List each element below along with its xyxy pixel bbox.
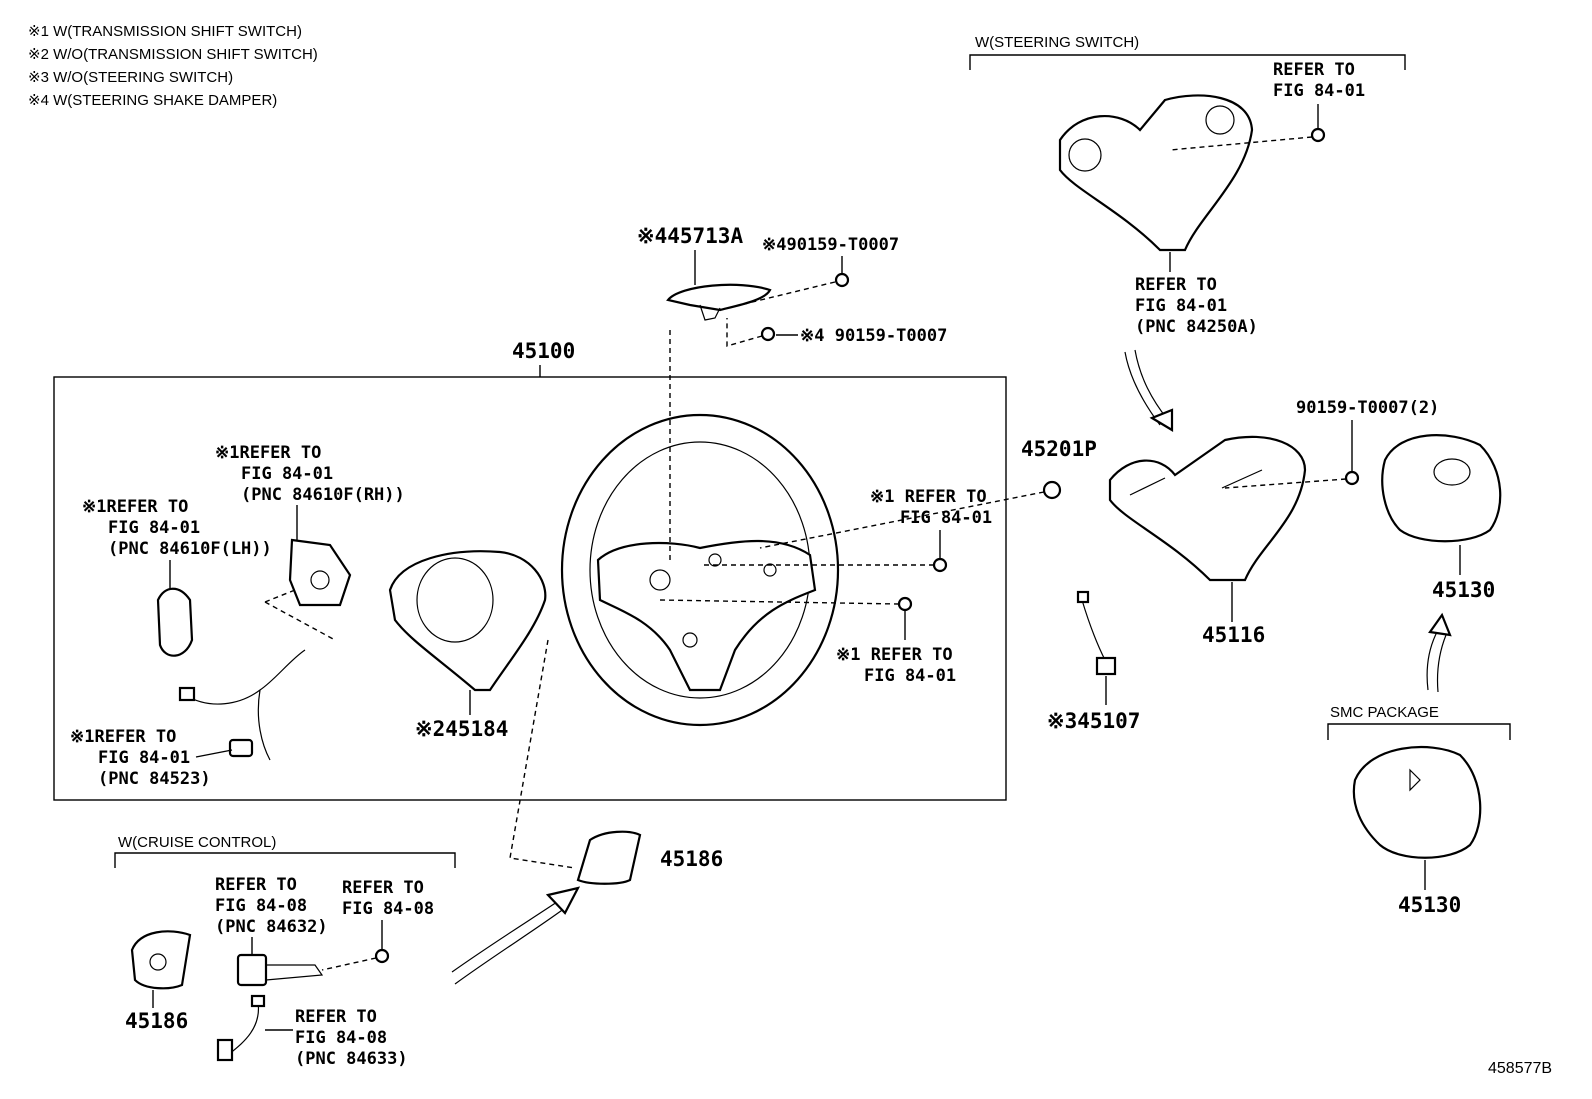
ref-cc-bolt: REFER TO FIG 84-08 — [342, 878, 434, 919]
footnote-4: ※4 W(STEERING SHAKE DAMPER) — [28, 92, 278, 109]
group-smc-package: SMC PACKAGE — [1327, 704, 1511, 740]
steering-wheel-drawing[interactable] — [560, 413, 840, 727]
ref-wheel-b: ※1 REFER TO FIG 84-01 — [836, 645, 963, 686]
ref-wheel-a: ※1 REFER TO FIG 84-01 — [870, 487, 997, 528]
bolt-wheel-a[interactable] — [932, 557, 948, 573]
damper-45713a-drawing[interactable] — [666, 283, 772, 321]
ref-ss-bolt: REFER TO FIG 84-01 — [1273, 60, 1365, 101]
cruise-control-switch-drawing[interactable] — [236, 953, 324, 987]
part-90159-top[interactable]: ※490159-T0007 — [762, 235, 899, 255]
bolt-90159-2[interactable] — [1344, 470, 1360, 486]
harness-45107-drawing[interactable] — [1076, 590, 1117, 676]
part-90159-mid[interactable]: ※4 90159-T0007 — [800, 326, 947, 346]
group-cruise-control-label: W(CRUISE CONTROL) — [118, 834, 276, 851]
part-45116[interactable]: 45116 — [1202, 623, 1265, 647]
airbag-45130-smc-drawing[interactable] — [1352, 745, 1482, 859]
part-45100[interactable]: 45100 — [512, 339, 575, 363]
ref-ss-pnc: REFER TO FIG 84-01 (PNC 84250A) — [1135, 275, 1258, 337]
nut-45201p[interactable] — [1042, 480, 1062, 500]
group-steering-switch-label: W(STEERING SWITCH) — [975, 34, 1139, 51]
cruise-harness-drawing[interactable] — [216, 994, 266, 1062]
part-45130-bottom[interactable]: 45130 — [1398, 893, 1461, 917]
ref-84523: ※1REFER TO FIG 84-01 (PNC 84523) — [70, 727, 211, 789]
ref-84610f-lh: ※1REFER TO FIG 84-01 (PNC 84610F(LH)) — [82, 497, 272, 559]
cruise-switch-45186-drawing[interactable] — [130, 930, 192, 990]
cover-45186-mid-drawing[interactable] — [576, 830, 642, 885]
ref-84610f-rh: ※1REFER TO FIG 84-01 (PNC 84610F(RH)) — [215, 443, 405, 505]
switch-lh-drawing[interactable] — [156, 587, 194, 657]
bolt-cruise[interactable] — [374, 948, 390, 964]
bolt-90159-mid[interactable] — [760, 326, 776, 342]
bolt-steering-switch[interactable] — [1310, 127, 1326, 143]
wire-harness-84523-drawing[interactable] — [178, 649, 306, 761]
group-cruise-control: W(CRUISE CONTROL) — [114, 834, 456, 868]
ref-84633: REFER TO FIG 84-08 (PNC 84633) — [295, 1007, 408, 1069]
lower-cover-45184-drawing[interactable] — [388, 550, 547, 692]
bolt-wheel-b[interactable] — [897, 596, 913, 612]
airbag-45130-top-drawing[interactable] — [1381, 434, 1502, 543]
assembly-box-45100 — [53, 376, 1007, 801]
ref-84632: REFER TO FIG 84-08 (PNC 84632) — [215, 875, 328, 937]
part-45201p[interactable]: 45201P — [1021, 437, 1097, 461]
switch-rh-drawing[interactable] — [288, 538, 352, 607]
bolt-90159-top[interactable] — [834, 272, 850, 288]
part-45713a[interactable]: ※445713A — [637, 224, 743, 248]
group-steering-switch: W(STEERING SWITCH) — [969, 34, 1406, 70]
footnote-legend: ※1 W(TRANSMISSION SHIFT SWITCH) ※2 W/O(T… — [28, 20, 318, 112]
figure-id: 458577B — [1488, 1060, 1552, 1077]
part-45186-left[interactable]: 45186 — [125, 1009, 188, 1033]
group-smc-package-label: SMC PACKAGE — [1330, 704, 1439, 721]
footnote-1: ※1 W(TRANSMISSION SHIFT SWITCH) — [28, 23, 302, 40]
cover-45116-drawing[interactable] — [1108, 435, 1307, 582]
footnote-2: ※2 W/O(TRANSMISSION SHIFT SWITCH) — [28, 46, 318, 63]
part-45107[interactable]: ※345107 — [1047, 709, 1140, 733]
part-90159-2[interactable]: 90159-T0007(2) — [1296, 398, 1439, 418]
part-45186-mid[interactable]: 45186 — [660, 847, 723, 871]
steering-switch-assembly-drawing[interactable] — [1058, 94, 1254, 252]
part-45184[interactable]: ※245184 — [415, 717, 508, 741]
footnote-3: ※3 W/O(STEERING SWITCH) — [28, 69, 234, 86]
part-45130-top[interactable]: 45130 — [1432, 578, 1495, 602]
